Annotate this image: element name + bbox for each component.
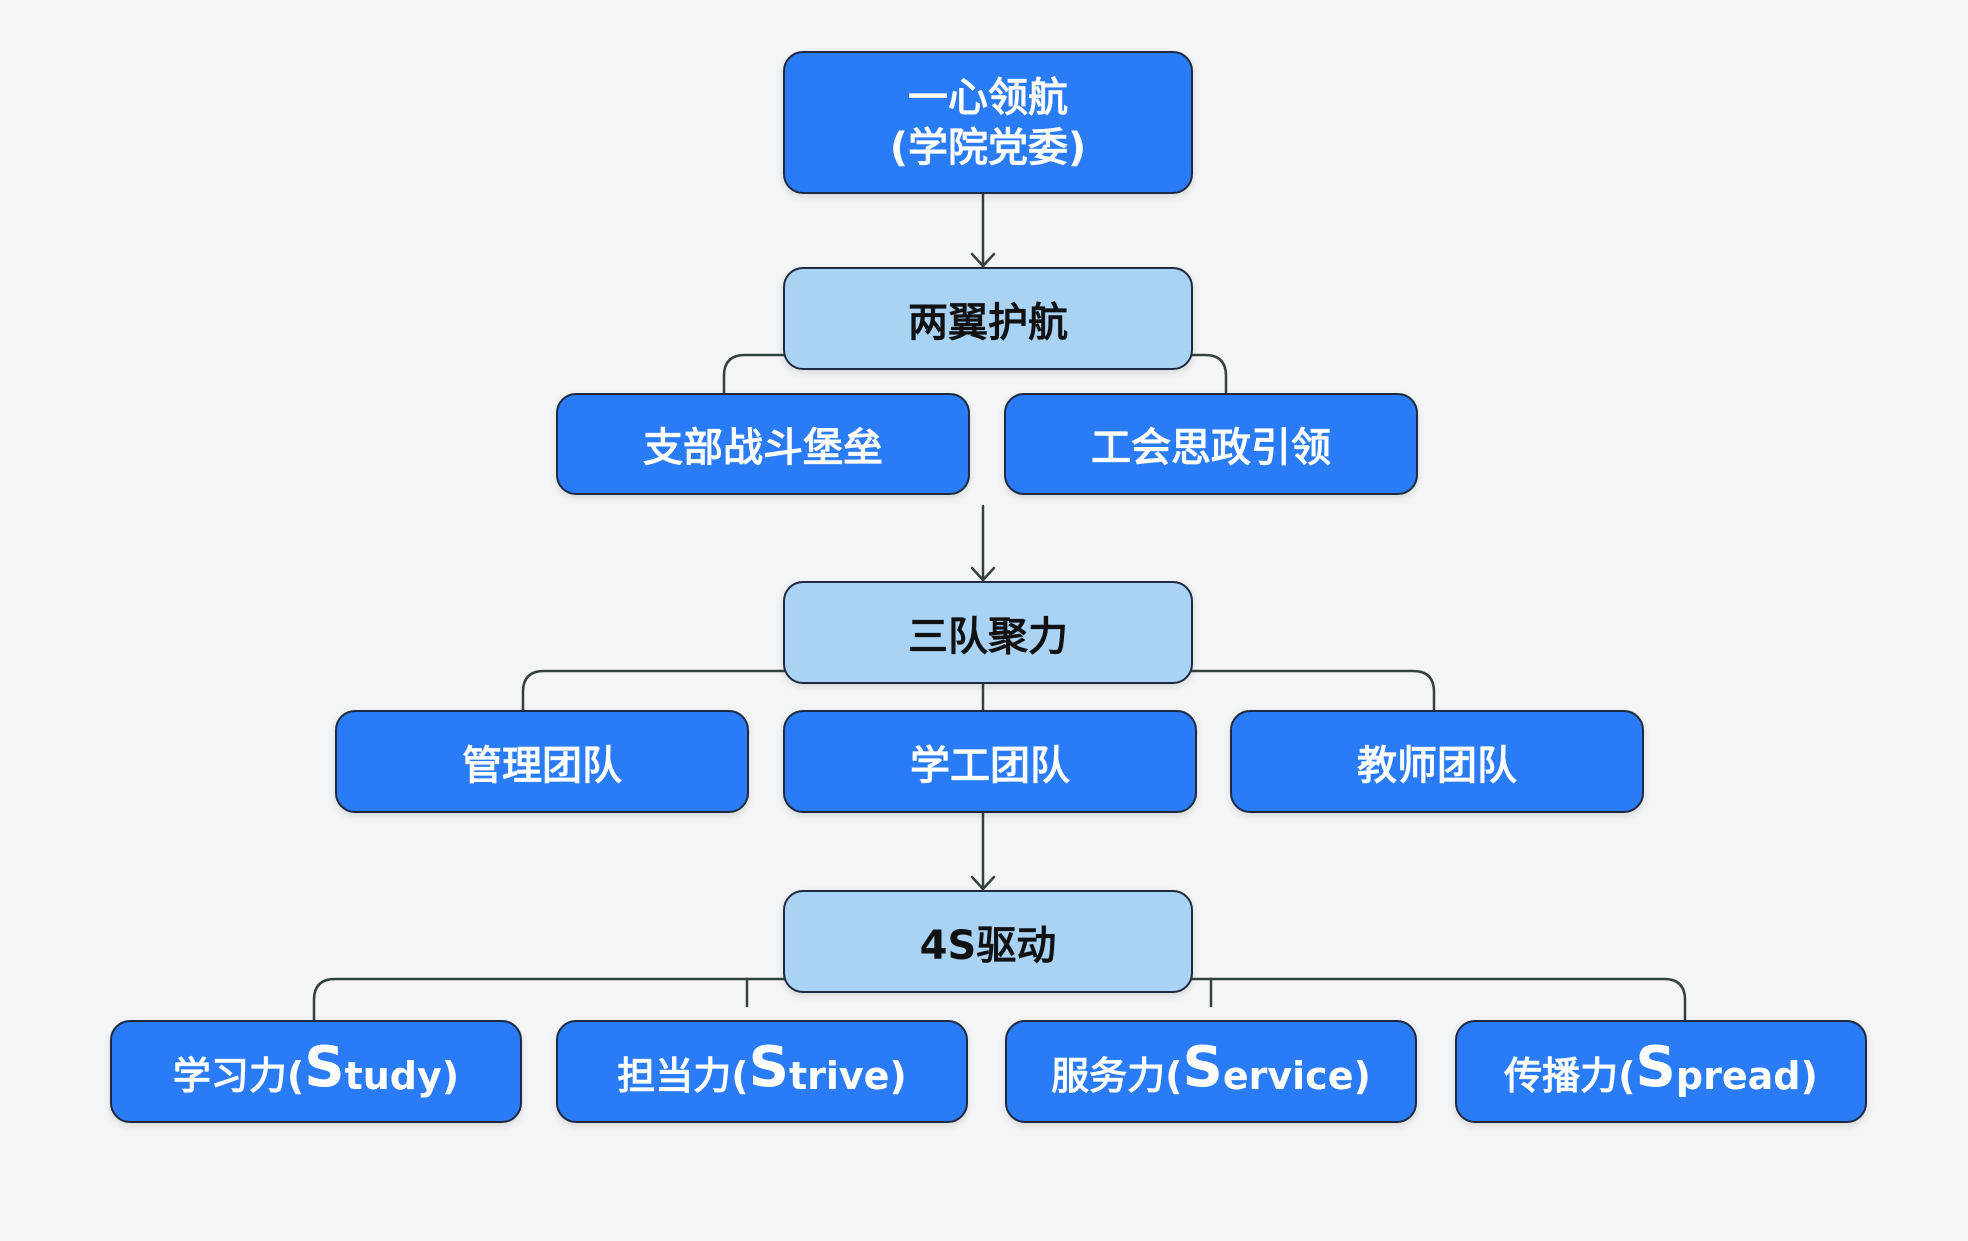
arrow-head: [970, 252, 996, 268]
hub-label: 两翼护航: [908, 299, 1068, 346]
wing-label: 支部战斗堡垒: [643, 425, 883, 471]
root-node: 一心领航 (学院党委): [783, 51, 1193, 194]
capability-label: 传播力(Spread): [1504, 1035, 1818, 1100]
level-hub-4s: 4S驱动: [783, 890, 1193, 993]
wing-node: 工会思政引领: [1004, 393, 1418, 495]
level-hub-wings: 两翼护航: [783, 267, 1193, 370]
connector-line: [521, 669, 985, 712]
initial-letter: S: [304, 1035, 345, 1100]
connector-line: [722, 353, 792, 395]
initial-letter: S: [748, 1035, 789, 1100]
arrow-head: [970, 566, 996, 582]
initial-letter: S: [1635, 1035, 1676, 1100]
capability-label: 担当力(Strive): [617, 1035, 907, 1100]
hub-label: 三队聚力: [908, 613, 1068, 660]
hub-label: 4S驱动: [919, 922, 1057, 969]
team-label: 管理团队: [462, 742, 622, 789]
team-node: 教师团队: [1230, 710, 1644, 813]
root-subtitle: (学院党委): [889, 124, 1087, 171]
capability-label: 服务力(Service): [1051, 1035, 1371, 1100]
root-title: 一心领航: [908, 74, 1068, 121]
team-label: 教师团队: [1357, 742, 1517, 789]
wing-label: 工会思政引领: [1091, 425, 1331, 471]
team-node: 管理团队: [335, 710, 749, 813]
capability-node: 传播力(Spread): [1455, 1020, 1867, 1123]
connector-line: [1184, 353, 1228, 395]
capability-node: 担当力(Strive): [556, 1020, 968, 1123]
wing-node: 支部战斗堡垒: [556, 393, 970, 495]
connector-line: [312, 977, 985, 1022]
level-hub-teams: 三队聚力: [783, 581, 1193, 684]
connector-line: [981, 977, 1687, 1022]
team-label: 学工团队: [910, 742, 1070, 789]
arrow-head: [970, 875, 996, 891]
connector-line: [981, 669, 1436, 712]
capability-label: 学习力(Study): [172, 1035, 460, 1100]
capability-node: 学习力(Study): [110, 1020, 522, 1123]
team-node: 学工团队: [783, 710, 1197, 813]
initial-letter: S: [1182, 1035, 1223, 1100]
capability-node: 服务力(Service): [1005, 1020, 1417, 1123]
